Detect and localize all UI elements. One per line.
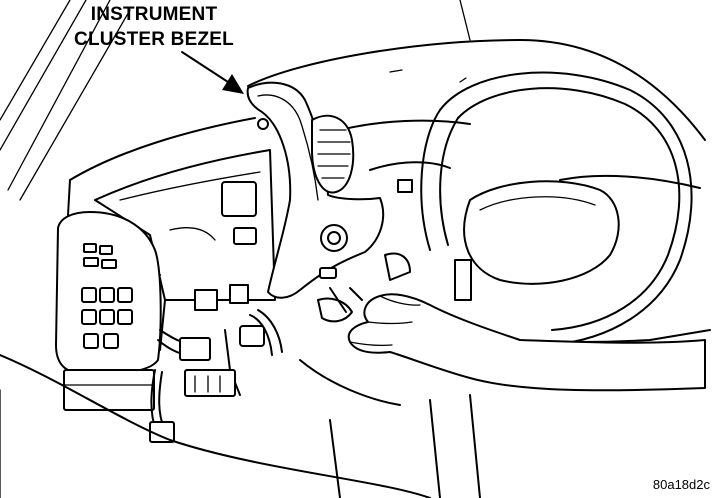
wiring-harness bbox=[149, 309, 283, 443]
callout-arrow bbox=[181, 51, 244, 94]
callout-line-1: INSTRUMENT bbox=[90, 4, 218, 25]
figure-code: 80a18d2c bbox=[652, 477, 710, 492]
dashboard-top bbox=[67, 39, 706, 216]
switch-pod bbox=[55, 211, 162, 411]
instrument-cluster-bezel bbox=[246, 81, 385, 299]
lower-panel bbox=[0, 354, 431, 498]
instrument-cluster-bezel-label: INSTRUMENT CLUSTER BEZEL bbox=[54, 2, 254, 52]
windshield-pillar bbox=[0, 0, 471, 201]
callout-line-2: CLUSTER BEZEL bbox=[74, 29, 234, 50]
steering-wheel bbox=[420, 71, 701, 346]
technician-hand bbox=[317, 287, 706, 392]
